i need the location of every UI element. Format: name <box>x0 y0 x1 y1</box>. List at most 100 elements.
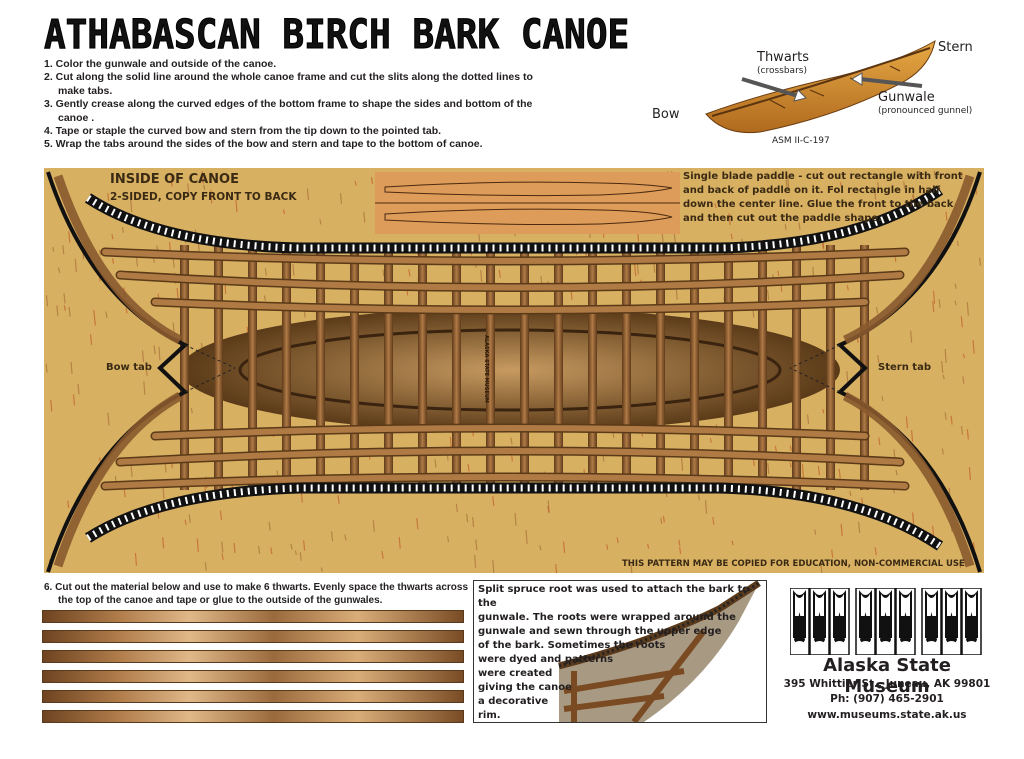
bark-streak <box>158 346 161 361</box>
bark-streak <box>846 370 849 384</box>
rib <box>724 245 733 490</box>
stringer <box>152 299 868 313</box>
bark-streak <box>662 516 665 523</box>
stringer <box>102 249 908 264</box>
bark-streak <box>408 269 411 277</box>
bark-streak <box>785 179 788 189</box>
thwarts-note: (crossbars) <box>757 66 807 76</box>
rib <box>690 245 699 490</box>
instruction-item: 4. Tape or staple the curved bow and ste… <box>44 125 442 138</box>
museum-paddle-logo <box>790 588 982 655</box>
bark-streak <box>709 438 712 443</box>
bark-streak <box>68 306 71 317</box>
bark-streak <box>204 562 207 571</box>
bark-streak <box>434 459 437 468</box>
thwart-strip <box>42 650 464 663</box>
bark-streak <box>647 543 650 549</box>
bark-streak <box>846 285 849 291</box>
bark-streak <box>932 525 935 537</box>
bark-streak <box>466 513 469 523</box>
bark-streak <box>966 429 969 440</box>
bark-streak <box>905 416 909 429</box>
bark-streak <box>111 258 115 264</box>
bark-streak <box>292 264 295 276</box>
bark-streak <box>944 412 947 420</box>
bark-streak <box>337 495 340 504</box>
bark-streak <box>93 316 96 326</box>
bark-streak <box>634 264 637 277</box>
bow-tab-label: Bow tab <box>106 362 152 373</box>
rib <box>350 245 359 490</box>
bark-streak <box>270 547 273 555</box>
page-title: ATHABASCAN BIRCH BARK CANOE <box>44 12 630 59</box>
bark-streak <box>203 184 206 190</box>
bark-streak <box>57 267 61 273</box>
bark-streak <box>77 383 80 395</box>
rib <box>452 245 461 490</box>
bark-streak <box>98 249 102 256</box>
text-line: of the bark. Sometimes the roots <box>478 640 666 651</box>
bark-streak <box>498 269 501 278</box>
text-line: were dyed and patterns <box>478 654 614 665</box>
bark-streak <box>840 523 843 536</box>
bark-streak <box>954 283 957 289</box>
bark-streak <box>606 544 609 550</box>
rib <box>418 245 427 490</box>
bark-streak <box>221 541 224 553</box>
bark-streak <box>62 245 65 255</box>
bark-streak <box>52 247 55 252</box>
bark-streak <box>636 262 639 275</box>
bark-streak <box>303 540 306 551</box>
bark-streak <box>777 270 780 277</box>
bark-streak <box>910 330 913 343</box>
bark-streak <box>730 233 733 240</box>
bark-streak <box>492 496 495 507</box>
bark-streak <box>514 513 517 526</box>
pattern-heading: INSIDE OF CANOE <box>110 172 239 187</box>
stern-label: Stern <box>938 40 973 55</box>
bark-streak <box>170 175 173 187</box>
bark-streak <box>912 189 915 201</box>
museum-url[interactable]: www.museums.state.ak.us <box>807 709 967 721</box>
bark-streak <box>817 465 820 476</box>
bark-streak <box>918 170 921 180</box>
bark-streak <box>539 545 542 551</box>
bark-streak <box>806 414 810 424</box>
bark-streak <box>956 240 959 247</box>
bark-streak <box>874 188 877 200</box>
rib <box>214 245 223 490</box>
bark-streak <box>895 469 898 476</box>
text-line: gunwale. The roots were wrapped around t… <box>478 612 736 623</box>
bark-streak <box>210 189 213 204</box>
thwart-strip <box>42 610 464 623</box>
bark-streak <box>660 517 663 525</box>
bark-streak <box>942 374 945 380</box>
bark-streak <box>616 537 619 544</box>
bark-streak <box>972 339 975 354</box>
bark-streak <box>172 259 175 268</box>
bark-streak <box>978 257 982 266</box>
bark-streak <box>474 554 477 568</box>
bark-streak <box>320 567 323 572</box>
bark-streak <box>455 503 458 513</box>
bark-streak <box>264 267 267 276</box>
instruction-item: 2. Cut along the solid line around the w… <box>44 71 533 97</box>
bark-streak <box>290 543 293 550</box>
rib <box>486 245 495 490</box>
step-6-instruction: 6. Cut out the material below and use to… <box>44 582 469 606</box>
rib <box>826 245 835 490</box>
bark-streak <box>233 542 236 553</box>
bark-streak <box>678 546 682 554</box>
bark-streak <box>306 188 310 201</box>
bark-streak <box>878 437 881 446</box>
bark-streak <box>968 466 971 481</box>
bark-streak <box>89 334 93 345</box>
bark-streak <box>196 538 199 552</box>
bark-streak <box>932 301 935 313</box>
bark-streak <box>187 183 190 193</box>
bark-streak <box>881 396 884 402</box>
text-line: Split spruce root was used to attach the… <box>478 584 750 609</box>
bark-streak <box>257 545 261 554</box>
bark-streak <box>467 463 470 472</box>
bark-streak <box>933 170 936 178</box>
